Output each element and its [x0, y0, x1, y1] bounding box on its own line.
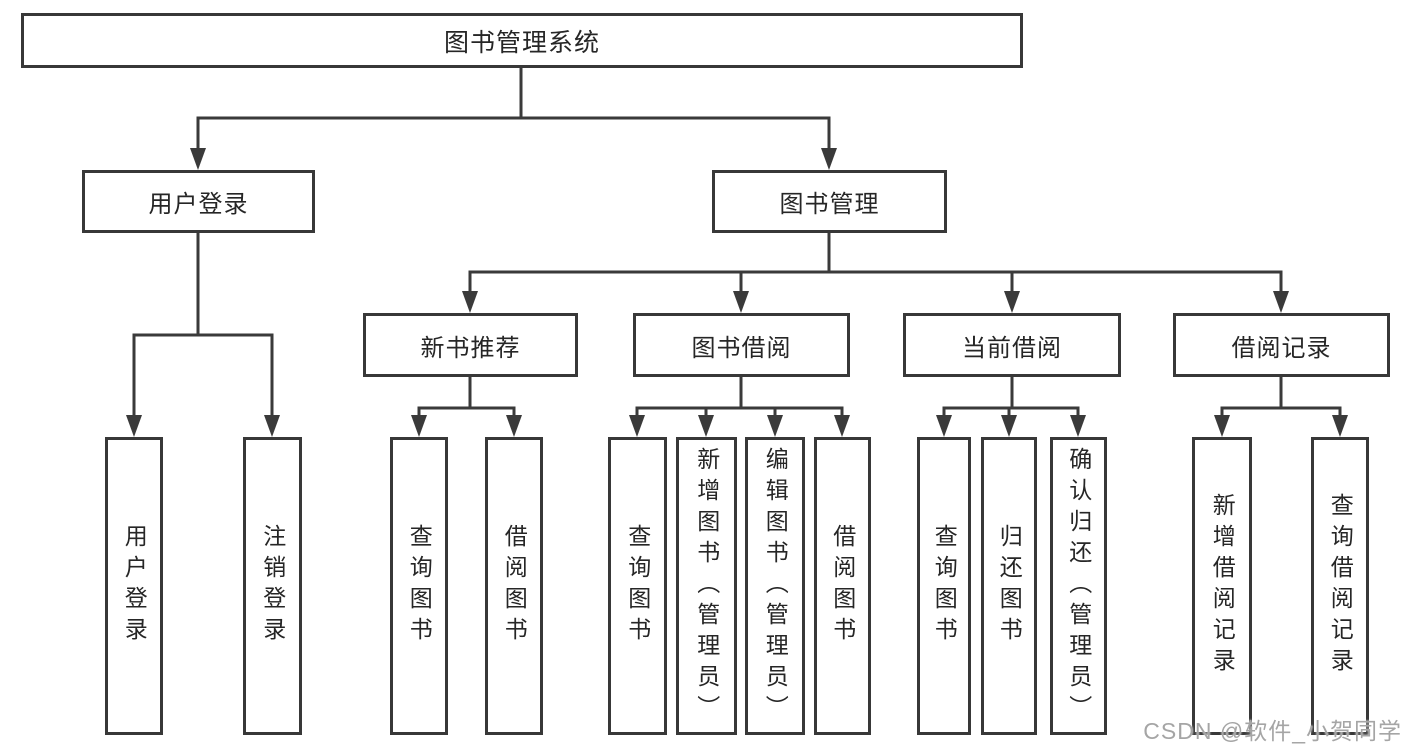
arrowhead	[698, 415, 714, 437]
leaf-recommend-query-book: 查询图书	[390, 437, 448, 735]
node-label: 用户登录	[148, 191, 249, 218]
node-label: 借阅记录	[1231, 334, 1332, 362]
connector-segment	[132, 231, 274, 430]
leaf-current-confirm-return-admin: 确认归还（管理员）	[1050, 437, 1107, 735]
watermark: CSDN @软件_小贺同学	[1143, 718, 1402, 744]
node-book-management: 图书管理	[712, 170, 947, 233]
leaf-record-add-borrow-record: 新增借阅记录	[1192, 437, 1252, 735]
arrowhead	[411, 415, 427, 437]
node-book-borrow: 图书借阅	[633, 313, 850, 377]
node-label: 新书推荐	[420, 334, 521, 362]
node-label: 归还图书	[996, 524, 1023, 648]
arrowhead	[1001, 415, 1017, 437]
node-label: 确认归还（管理员）	[1065, 446, 1092, 726]
node-label: 查询借阅记录	[1327, 493, 1354, 679]
arrowhead	[936, 415, 952, 437]
leaf-record-query-borrow-record: 查询借阅记录	[1311, 437, 1369, 735]
node-current-borrow: 当前借阅	[903, 313, 1121, 377]
node-label: 用户登录	[121, 524, 148, 648]
node-label: 当前借阅	[962, 334, 1062, 362]
connector-segment	[417, 375, 516, 430]
leaf-logout: 注销登录	[243, 437, 302, 735]
leaf-borrow-add-book-admin: 新增图书（管理员）	[676, 437, 737, 735]
arrowhead	[126, 415, 142, 437]
arrowhead	[1214, 415, 1230, 437]
node-new-book-recommend: 新书推荐	[363, 313, 578, 377]
node-label: 图书管理	[779, 191, 880, 218]
arrowhead	[1273, 291, 1289, 313]
arrowhead	[733, 291, 749, 313]
node-user-login: 用户登录	[82, 170, 315, 233]
node-label: 新增图书（管理员）	[693, 446, 720, 726]
connector-segment	[635, 375, 844, 430]
arrowhead	[264, 415, 280, 437]
node-label: 注销登录	[259, 524, 286, 648]
leaf-borrow-edit-book-admin: 编辑图书（管理员）	[745, 437, 805, 735]
arrowhead	[834, 415, 850, 437]
node-label: 图书管理系统	[443, 28, 600, 57]
node-label: 查询图书	[931, 524, 958, 648]
arrowhead	[629, 415, 645, 437]
connector-segment	[1220, 375, 1342, 430]
arrowhead	[1004, 291, 1020, 313]
arrowhead	[506, 415, 522, 437]
arrowhead	[1332, 415, 1348, 437]
arrowhead	[1070, 415, 1086, 437]
connector-segment	[468, 231, 1283, 306]
leaf-user-login: 用户登录	[105, 437, 163, 735]
node-label: 编辑图书（管理员）	[762, 446, 789, 726]
node-borrow-record: 借阅记录	[1173, 313, 1390, 377]
leaf-borrow-query-book: 查询图书	[608, 437, 667, 735]
connector-segment	[196, 66, 831, 162]
leaf-current-return-book: 归还图书	[981, 437, 1037, 735]
node-label: 查询图书	[624, 524, 651, 648]
arrowhead	[462, 291, 478, 313]
node-label: 查询图书	[406, 524, 433, 648]
leaf-recommend-borrow-book: 借阅图书	[485, 437, 543, 735]
leaf-current-query-book: 查询图书	[917, 437, 971, 735]
node-label: 新增借阅记录	[1209, 493, 1236, 679]
node-label: 借阅图书	[501, 524, 528, 648]
arrowhead	[767, 415, 783, 437]
node-root-library-system: 图书管理系统	[21, 13, 1023, 68]
leaf-borrow-borrow-book: 借阅图书	[814, 437, 871, 735]
node-label: 图书借阅	[691, 334, 792, 362]
arrowhead	[190, 148, 206, 170]
node-label: 借阅图书	[829, 524, 856, 648]
arrowhead	[821, 148, 837, 170]
